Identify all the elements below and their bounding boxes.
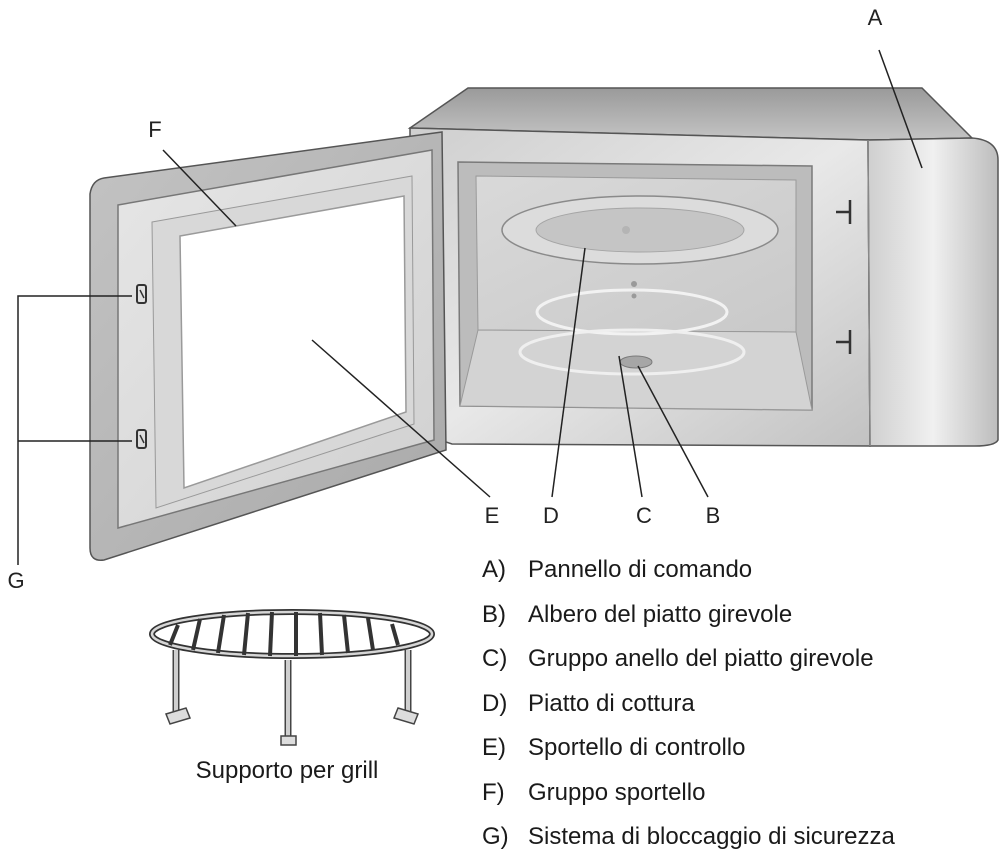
legend-text: Sportello di controllo — [528, 734, 746, 761]
roller-hub — [631, 281, 637, 287]
roller-ring — [535, 288, 729, 336]
leader-a — [878, 49, 923, 169]
legend-key: B) — [482, 600, 506, 628]
parts-legend: A) Pannello di comando B) Albero del piatt… — [482, 556, 895, 868]
grill-caption: Supporto per grill — [195, 757, 379, 784]
legend-item: A) Pannello di comando — [482, 556, 895, 601]
callout-e: E — [484, 503, 500, 528]
legend-item: C) Gruppo anello del piatto girevole — [482, 645, 895, 690]
callout-a: A — [867, 5, 883, 30]
leader-g — [17, 295, 132, 565]
legend-key: C) — [482, 645, 508, 672]
callout-d: D — [543, 503, 559, 528]
leader-c — [618, 355, 643, 498]
callout-b: B — [705, 503, 721, 528]
legend-key: A) — [482, 556, 506, 583]
legend-text: Pannello di comando — [528, 556, 753, 583]
grill-rack — [149, 609, 435, 746]
leader-f — [162, 149, 237, 227]
legend-key: G) — [482, 823, 509, 850]
roller-ring-shadow — [518, 328, 746, 376]
door-window — [179, 195, 407, 490]
legend-text: Gruppo sportello — [528, 778, 706, 806]
callout-c: C — [636, 503, 652, 528]
legend-text: Albero del piatto girevole — [528, 600, 793, 628]
legend-key: E) — [482, 734, 506, 761]
leader-d — [551, 247, 586, 498]
legend-text: Piatto di cottura — [528, 689, 695, 717]
callout-g: G — [7, 568, 25, 593]
legend-item: B) Albero del piatto girevole — [482, 601, 895, 646]
cavity-floor — [459, 329, 813, 411]
control-panel — [867, 137, 999, 447]
callout-f: F — [148, 117, 162, 142]
leader-b — [637, 365, 709, 498]
leader-e — [311, 339, 491, 498]
legend-item: E) Sportello di controllo — [482, 734, 895, 779]
legend-text: Gruppo anello del piatto girevole — [528, 645, 874, 672]
latch-slot-lower — [836, 330, 852, 354]
panel-seam — [867, 139, 871, 447]
turntable-shaft — [619, 355, 653, 369]
safety-lock-upper — [136, 284, 147, 304]
latch-slot-upper — [836, 200, 852, 224]
legend-key: F) — [482, 778, 505, 806]
roller-hub-2 — [631, 293, 637, 299]
legend-text: Sistema di bloccaggio di sicurezza — [528, 823, 895, 850]
glass-tray-center — [622, 226, 630, 234]
legend-item: F) Gruppo sportello — [482, 779, 895, 824]
glass-tray-inner — [535, 207, 745, 253]
legend-key: D) — [482, 689, 508, 717]
safety-lock-lower — [136, 429, 147, 449]
legend-item: D) Piatto di cottura — [482, 690, 895, 735]
legend-item: G) Sistema di bloccaggio di sicurezza — [482, 823, 895, 868]
